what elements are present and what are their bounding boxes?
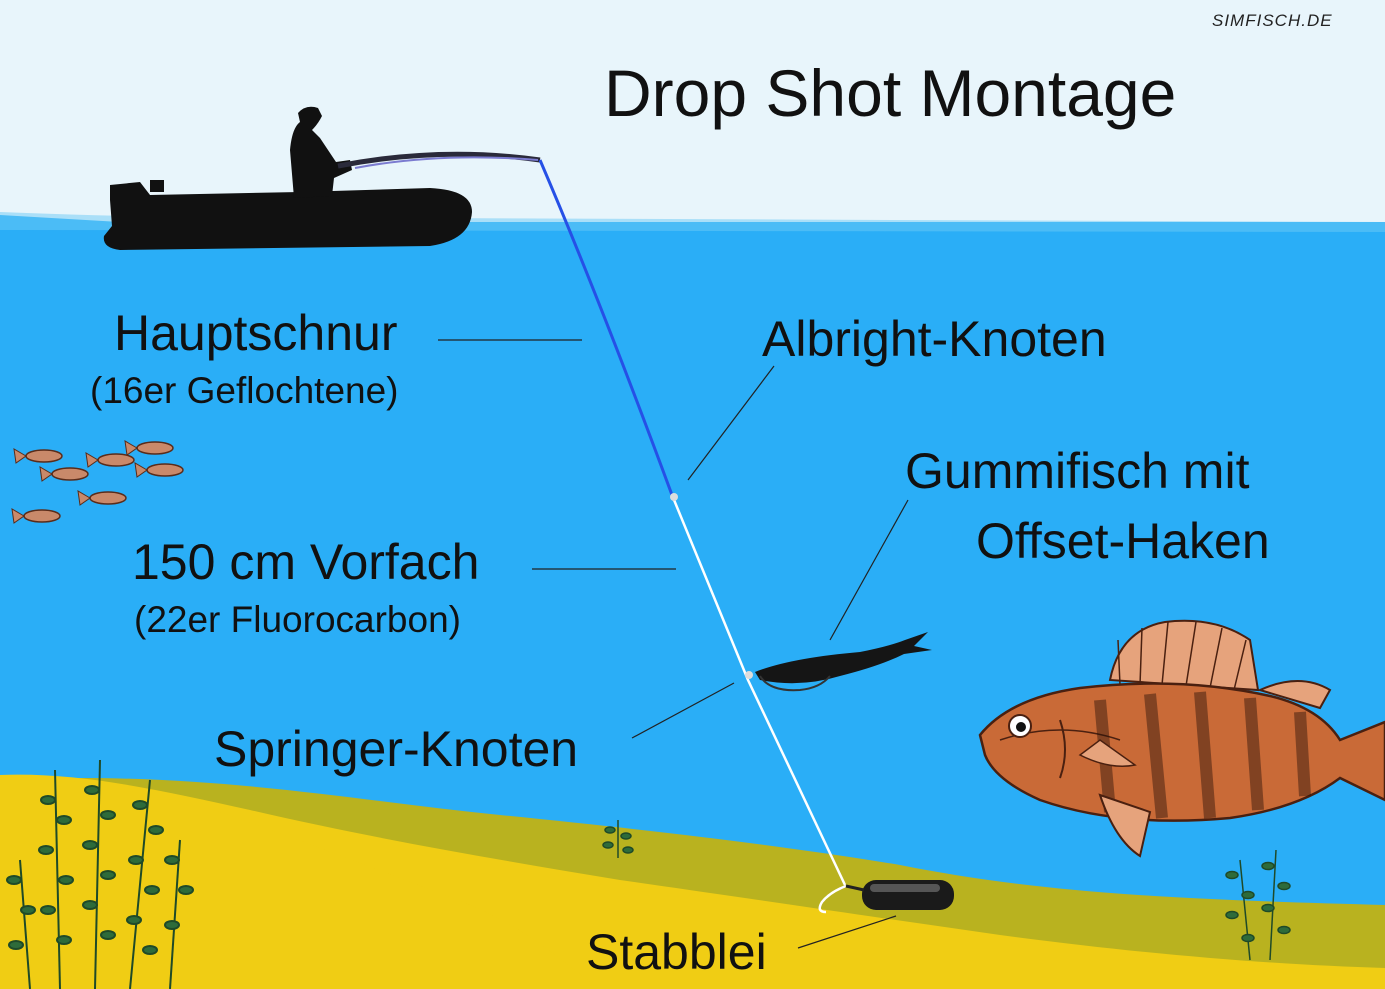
label-vorfach-detail: (22er Fluorocarbon): [134, 599, 461, 640]
sky: [0, 0, 1385, 225]
boat-silhouette: [103, 106, 473, 250]
diagram-title: Drop Shot Montage: [604, 56, 1177, 130]
water-plant-left: [6, 759, 194, 989]
perch-fish: [978, 619, 1385, 858]
springer-knot: [745, 671, 753, 679]
label-stabblei: Stabblei: [586, 924, 767, 980]
pointer-lines: [438, 339, 909, 949]
fishing-rod: [337, 151, 541, 169]
offset-hook: [759, 675, 831, 692]
angler-silhouette: [290, 106, 352, 198]
water-plant-middle: [602, 820, 634, 858]
stick-sinker: [818, 880, 954, 914]
leader-line: [670, 494, 847, 886]
label-albright-knoten: Albright-Knoten: [762, 311, 1107, 367]
main-line: [538, 159, 674, 496]
label-vorfach: 150 cm Vorfach: [132, 534, 480, 590]
water-plant-right: [1225, 849, 1291, 961]
label-gummifisch-line2: Offset-Haken: [976, 513, 1270, 569]
small-fish-school: [11, 440, 184, 524]
soft-bait: [755, 632, 932, 684]
label-hauptschnur-detail: (16er Geflochtene): [90, 370, 399, 411]
label-hauptschnur: Hauptschnur: [114, 305, 398, 361]
albright-knot: [670, 493, 678, 501]
label-gummifisch-line1: Gummifisch mit: [905, 443, 1250, 499]
fishing-rod-tip: [354, 156, 539, 169]
site-credit: SIMFISCH.DE: [1212, 11, 1333, 30]
label-springer-knoten: Springer-Knoten: [214, 721, 579, 777]
